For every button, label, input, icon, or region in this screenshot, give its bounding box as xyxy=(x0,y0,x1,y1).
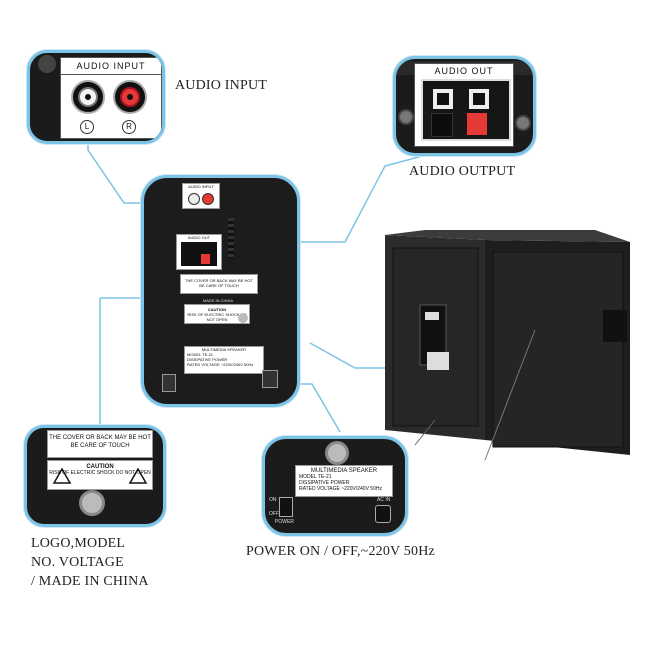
rca-right-jack[interactable] xyxy=(113,80,147,114)
mini-audio-out-plate: AUDIO OUT xyxy=(176,234,222,270)
audio-output-caption: AUDIO OUTPUT xyxy=(409,164,516,179)
speaker-cabinet xyxy=(385,230,635,462)
right-channel-label: R xyxy=(122,120,136,134)
power-callout: MULTIMEDIA SPEAKER MODEL TE-21 DISSIPATI… xyxy=(262,436,408,536)
hot-warning-line2: BE CARE OF TOUCH xyxy=(199,283,239,288)
screw-icon xyxy=(515,115,531,131)
mini-audio-input-plate: AUDIO INPUT xyxy=(182,183,220,209)
logo-caution-sub: RISK OF ELECTRIC SHOCK DO NOT OPEN xyxy=(49,470,151,476)
power-spec-title: MULTIMEDIA SPEAKER xyxy=(310,468,378,474)
spec-voltage-key: RATED VOLTAGE xyxy=(187,362,220,367)
speaker-cabinet-drawing xyxy=(385,230,630,461)
logo-caption-line1: LOGO,MODEL xyxy=(31,536,126,551)
logo-callout: THE COVER OR BACK MAY BE HOT BE CARE OF … xyxy=(24,425,166,527)
logo-hot-label: THE COVER OR BACK MAY BE HOT BE CARE OF … xyxy=(47,430,153,458)
logo-caution-label: CAUTION RISK OF ELECTRIC SHOCK DO NOT OP… xyxy=(47,460,153,490)
mini-audio-out-label: AUDIO OUT xyxy=(187,235,211,240)
caution-subtitle: RISK OF ELECTRIC SHOCK DO NOT OPEN xyxy=(187,312,247,322)
ac-power-cord-socket xyxy=(375,505,391,523)
switch-off-label: OFF xyxy=(269,511,279,517)
ac-in-label: AC IN xyxy=(377,497,391,503)
power-switch[interactable] xyxy=(162,374,176,392)
logo-caption: LOGO,MODEL NO. VOLTAGE / MADE IN CHINA xyxy=(31,534,149,591)
black-speaker-clip[interactable] xyxy=(431,113,453,137)
power-caption: POWER ON / OFF,~220V 50Hz xyxy=(246,544,435,559)
spec-title: MULTIMEDIA SPEAKER xyxy=(201,347,247,352)
logo-caption-line3: / MADE IN CHINA xyxy=(31,574,149,589)
spec-model-value: TE-21 xyxy=(202,352,214,357)
logo-hot-line2: BE CARE OF TOUCH xyxy=(70,443,130,449)
speaker-terminal-block xyxy=(421,79,511,141)
hot-warning-label: THE COVER OR BACK MAY BE HOT BE CARE OF … xyxy=(180,274,258,294)
hot-warning-line1: THE COVER OR BACK MAY BE HOT xyxy=(185,278,253,283)
audio-output-plate: AUDIO OUT xyxy=(414,63,514,147)
screw-icon xyxy=(38,55,56,73)
red-speaker-clip[interactable] xyxy=(467,113,487,135)
spec-model-key: MODEL xyxy=(187,352,202,357)
power-spec-voltage-value: ~220V/240V 50Hz xyxy=(341,486,382,492)
power-spec-model-key: MODEL xyxy=(299,474,317,480)
ac-in-socket xyxy=(262,370,278,388)
switch-power-label: POWER xyxy=(275,519,294,525)
screw-icon xyxy=(238,313,248,323)
screw-icon xyxy=(79,490,105,516)
spec-label: MULTIMEDIA SPEAKER MODEL TE-21 DISSIPATI… xyxy=(184,346,264,374)
power-rocker-switch[interactable] xyxy=(279,497,293,517)
audio-output-callout: AUDIO OUT xyxy=(393,56,536,156)
power-spec-model-value: TE-21 xyxy=(317,474,332,480)
mini-audio-input-label: AUDIO INPUT xyxy=(188,184,214,189)
audio-input-plate: AUDIO INPUT L R xyxy=(60,57,162,139)
caution-title: CAUTION xyxy=(207,307,227,312)
caution-label: CAUTION RISK OF ELECTRIC SHOCK DO NOT OP… xyxy=(184,304,250,324)
left-channel-label: L xyxy=(80,120,94,134)
warning-triangle-icon xyxy=(52,467,148,484)
audio-input-caption: AUDIO INPUT xyxy=(175,78,268,93)
audio-input-callout: AUDIO INPUT L R xyxy=(27,50,165,144)
power-spec-label: MULTIMEDIA SPEAKER MODEL TE-21 DISSIPATI… xyxy=(295,465,393,497)
power-spec-power: DISSIPATIVE POWER xyxy=(299,480,350,486)
spec-power: DISSIPATIVE POWER xyxy=(187,357,228,362)
rca-left-jack[interactable] xyxy=(71,80,105,114)
spec-voltage-value: ~220V/240V 50Hz xyxy=(220,362,254,367)
logo-caution-title: CAUTION xyxy=(86,464,114,470)
screw-icon xyxy=(325,441,349,465)
back-panel: AUDIO INPUT AUDIO OUT THE COVER OR BACK … xyxy=(141,175,300,407)
logo-hot-line1: THE COVER OR BACK MAY BE HOT xyxy=(49,435,151,441)
audio-out-plate-label: AUDIO OUT xyxy=(434,66,494,76)
audio-input-plate-label: AUDIO INPUT xyxy=(76,61,146,71)
made-in-china-label: MADE IN CHINA xyxy=(202,298,234,303)
logo-caption-line2: NO. VOLTAGE xyxy=(31,555,124,570)
screw-icon xyxy=(398,109,414,125)
power-spec-voltage-key: RATED VOLTAGE xyxy=(299,486,340,492)
switch-on-label: ON xyxy=(269,497,277,503)
